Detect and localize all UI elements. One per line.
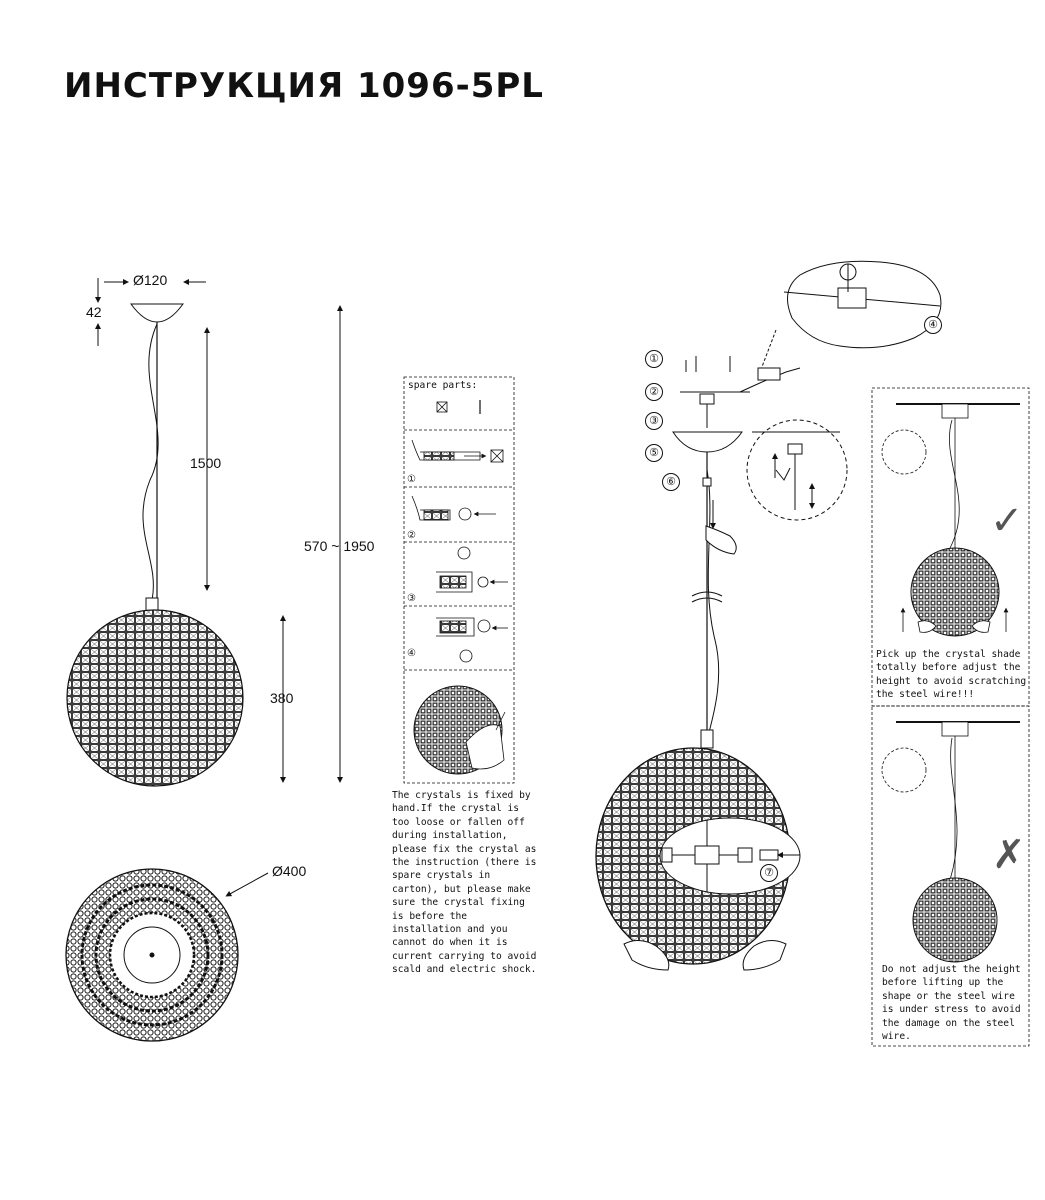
total-height-label: 570 ~ 1950 xyxy=(304,538,375,554)
spare-step-2: ② xyxy=(407,530,416,541)
spare-step-4: ④ xyxy=(407,648,416,659)
top-view xyxy=(65,868,269,1042)
install-step-6: ⑥ xyxy=(662,473,680,491)
crystal-fixing-note: The crystals is fixed by hand.If the cry… xyxy=(392,790,537,976)
install-step-5: ⑤ xyxy=(645,444,663,462)
spare-step-1: ① xyxy=(407,474,416,485)
right-panels xyxy=(871,387,1030,1047)
spare-parts-header: spare parts: xyxy=(408,380,478,391)
page-title: ИНСТРУКЦИЯ 1096-5PL xyxy=(64,66,544,106)
canopy xyxy=(130,303,184,323)
install-step-2: ② xyxy=(645,383,663,401)
correct-method-note: Pick up the crystal shade totally before… xyxy=(876,649,1027,701)
wrong-method-note: Do not adjust the height before lifting … xyxy=(882,964,1021,1043)
power-cable xyxy=(142,323,159,601)
spare-parts-panel xyxy=(403,376,515,784)
crystal-shade-side xyxy=(66,609,244,787)
canopy-diameter-label: Ø120 xyxy=(133,272,168,288)
canopy-height-label: 42 xyxy=(86,304,102,320)
wrong-mark: ✗ xyxy=(992,832,1026,878)
install-step-3: ③ xyxy=(645,412,663,430)
side-elevation xyxy=(66,278,343,787)
shade-height-label: 380 xyxy=(270,690,294,706)
install-step-4: ④ xyxy=(924,316,942,334)
correct-mark: ✓ xyxy=(990,498,1024,544)
shade-diameter-label: Ø400 xyxy=(272,863,307,879)
spare-step-3: ③ xyxy=(407,593,416,604)
install-step-1: ① xyxy=(645,350,663,368)
cable-length-label: 1500 xyxy=(190,455,222,471)
install-step-7: ⑦ xyxy=(760,864,778,882)
